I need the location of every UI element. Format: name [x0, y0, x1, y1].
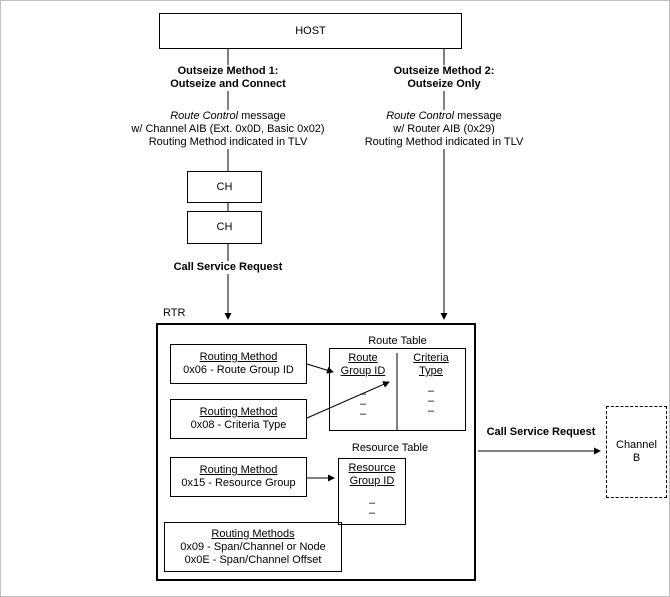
routing-methods-other-box: Routing Methods 0x09 - Span/Channel or N…: [164, 522, 342, 572]
method1-aib-line: w/ Channel AIB (Ext. 0x0D, Basic 0x02): [131, 123, 325, 135]
routing-method-0x06-value: 0x06 - Route Group ID: [183, 364, 294, 376]
routing-method-0x08-value: 0x08 - Criteria Type: [190, 419, 287, 431]
routing-method-0x15-title: Routing Method: [199, 464, 278, 476]
routing-methods-other-line1: 0x09 - Span/Channel or Node: [180, 540, 326, 553]
resource-table-header: Resource Group ID: [339, 462, 405, 488]
route-table-col1-dash-3: –: [359, 408, 367, 420]
rtr-label: RTR: [163, 307, 186, 319]
method1-message-rest: message: [238, 110, 286, 122]
resource-table-dash-1: –: [368, 497, 376, 509]
routing-method-0x08-box: Routing Method 0x08 - Criteria Type: [170, 399, 307, 439]
routing-methods-other-line2: 0x0E - Span/Channel Offset: [184, 553, 322, 566]
route-table-col2-header-line2: Type: [419, 365, 443, 377]
routing-method-0x08-title: Routing Method: [199, 406, 278, 418]
method1-description: Route Control message w/ Channel AIB (Ex…: [118, 110, 338, 149]
method2-aib-line: w/ Router AIB (0x29): [393, 123, 495, 135]
host-label: HOST: [295, 24, 326, 37]
method2-title-line1: Outseize Method 2:: [393, 65, 495, 77]
method2-message-line: Route Control message: [346, 110, 542, 123]
method2-tlv-line: Routing Method indicated in TLV: [364, 136, 524, 148]
method1-message-italic: Route Control: [170, 110, 239, 122]
ch-box-1: CH: [187, 171, 262, 203]
route-table-col1-values: – – –: [330, 389, 396, 420]
call-service-request-right-label: Call Service Request: [486, 426, 596, 438]
ch-box-2: CH: [187, 211, 262, 244]
rtr-box: [156, 323, 476, 581]
route-table-col2-values: – – –: [398, 385, 464, 417]
routing-method-0x15-box: Routing Method 0x15 - Resource Group: [170, 457, 307, 497]
method2-description: Route Control message w/ Router AIB (0x2…: [346, 110, 542, 149]
route-table-col2-dash-3: –: [427, 405, 435, 417]
method2-title: Outseize Method 2: Outseize Only: [344, 65, 544, 91]
channel-b-box: Channel B: [606, 406, 667, 498]
resource-table-dash-2: –: [368, 507, 376, 519]
routing-method-0x06-box: Routing Method 0x06 - Route Group ID: [170, 344, 307, 384]
route-table-col1-header-line1: Route: [348, 352, 378, 364]
route-table-col1-header-line2: Group ID: [340, 365, 386, 377]
ch2-label: CH: [216, 221, 233, 233]
resource-table-header-line1: Resource: [348, 462, 396, 474]
host-box: HOST: [159, 13, 462, 49]
method1-message-line: Route Control message: [118, 110, 338, 123]
resource-table-header-line2: Group ID: [349, 475, 395, 487]
method2-message-italic: Route Control: [386, 110, 455, 122]
routing-method-0x06-title: Routing Method: [199, 351, 278, 363]
routing-methods-other-title: Routing Methods: [211, 527, 295, 540]
method2-title-line2: Outseize Only: [407, 78, 481, 90]
call-service-request-left-label: Call Service Request: [143, 261, 313, 274]
route-table-col2-dash-1: –: [427, 385, 435, 397]
method1-title: Outseize Method 1: Outseize and Connect: [128, 65, 328, 91]
route-table-col2-header: Criteria Type: [398, 352, 464, 378]
method1-tlv-line: Routing Method indicated in TLV: [148, 136, 308, 148]
resource-table-box: [338, 458, 406, 525]
route-table-col2-header-line1: Criteria: [413, 352, 449, 364]
method2-message-rest: message: [454, 110, 502, 122]
routing-method-0x15-value: 0x15 - Resource Group: [181, 477, 296, 489]
ch1-label: CH: [216, 180, 233, 193]
method1-title-line1: Outseize Method 1:: [177, 65, 279, 77]
route-table-col2-dash-2: –: [427, 395, 435, 407]
channel-b-label-line1: Channel: [616, 439, 657, 451]
resource-table-values: – –: [339, 497, 405, 519]
resource-table-title: Resource Table: [351, 442, 429, 454]
route-table-col1-header: Route Group ID: [330, 352, 396, 378]
route-table-title: Route Table: [368, 335, 427, 347]
method1-title-line2: Outseize and Connect: [170, 78, 286, 90]
channel-b-label-line2: B: [632, 452, 641, 464]
